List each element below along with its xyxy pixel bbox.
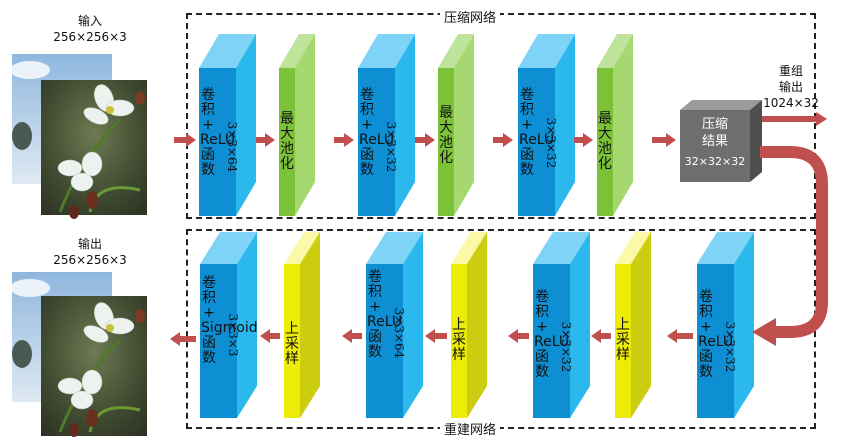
recon-conv-block-4 bbox=[697, 232, 754, 418]
recon-conv2-params: 3×3×64 bbox=[392, 307, 406, 359]
recon-up3-name: 上采样 bbox=[616, 317, 630, 363]
arrow-result-to-reconstruction bbox=[752, 146, 828, 346]
arrow-up1-to-rconv1 bbox=[260, 329, 280, 343]
arrow-rconv4-to-up3 bbox=[667, 329, 693, 343]
arrow-result-to-reshape bbox=[762, 112, 827, 126]
arrow-up3-to-rconv3 bbox=[591, 329, 611, 343]
comp-conv-block-1 bbox=[199, 34, 256, 216]
compressed-result-size: 32×32×32 bbox=[684, 155, 746, 168]
output-front-image bbox=[41, 296, 147, 437]
recon-conv1-params: 3×3×3 bbox=[226, 313, 240, 357]
recon-up-block-1 bbox=[284, 232, 320, 418]
comp-pool1-name: 最大池化 bbox=[280, 111, 294, 172]
arrow-pool1-to-conv2 bbox=[334, 133, 354, 147]
comp-conv3-params: 3×3×32 bbox=[544, 117, 558, 169]
input-size: 256×256×3 bbox=[53, 30, 127, 44]
input-front-image bbox=[41, 80, 147, 219]
comp-conv2-name: 卷积 + ReLU函数 bbox=[359, 87, 394, 178]
comp-pool-block-3 bbox=[597, 34, 633, 216]
output-size: 256×256×3 bbox=[53, 253, 127, 267]
input-label: 输入 bbox=[77, 14, 102, 28]
input-image-stack bbox=[10, 54, 147, 219]
comp-pool-block-1 bbox=[279, 34, 315, 216]
recon-up-block-3 bbox=[615, 232, 651, 418]
comp-conv1-params: 3×3×64 bbox=[225, 121, 239, 173]
recon-conv3-name: 卷积 + ReLU函数 bbox=[534, 289, 569, 380]
reconstruction-network-title: 重建网络 bbox=[440, 419, 501, 438]
comp-conv1-name: 卷积 + ReLU函数 bbox=[200, 87, 235, 178]
arrow-rconv3-to-up2 bbox=[508, 329, 529, 343]
arrow-rconv1-to-output bbox=[170, 332, 196, 346]
recon-conv-block-1 bbox=[200, 232, 257, 418]
arrow-conv1-to-pool1 bbox=[256, 133, 275, 147]
reshape-output-line1: 重组 bbox=[778, 64, 803, 78]
flow-arrows bbox=[170, 112, 827, 346]
arrow-conv3-to-pool3 bbox=[574, 133, 593, 147]
recon-conv-block-3 bbox=[533, 232, 590, 418]
compressed-result-line1: 压缩 bbox=[701, 117, 728, 132]
recon-conv4-name: 卷积 + ReLU函数 bbox=[698, 289, 733, 380]
output-label: 输出 bbox=[77, 237, 102, 251]
compressed-result-block bbox=[680, 100, 762, 182]
reshape-output-size: 1024×32 bbox=[763, 96, 819, 110]
comp-pool-block-2 bbox=[438, 34, 474, 216]
reshape-output-line2: 输出 bbox=[778, 80, 803, 94]
recon-conv2-name: 卷积 + ReLU函数 bbox=[367, 269, 402, 360]
recon-up2-name: 上采样 bbox=[452, 317, 466, 363]
arrow-up2-to-rconv2 bbox=[425, 329, 447, 343]
comp-pool3-name: 最大池化 bbox=[598, 111, 612, 172]
comp-conv-block-3 bbox=[518, 34, 575, 216]
compression-network-title: 压缩网络 bbox=[440, 7, 501, 26]
comp-conv3-name: 卷积 + ReLU函数 bbox=[519, 87, 554, 178]
input-label-group: 输入 256×256×3 bbox=[50, 13, 130, 45]
comp-conv2-params: 3×3×32 bbox=[384, 121, 398, 173]
compressed-result-line2: 结果 bbox=[701, 134, 728, 149]
recon-conv4-params: 3×3×32 bbox=[723, 321, 737, 373]
arrow-pool3-to-result bbox=[652, 133, 676, 147]
recon-conv3-params: 3×3×32 bbox=[559, 321, 573, 373]
reshape-output-label: 重组 输出 1024×32 bbox=[752, 63, 830, 111]
comp-pool2-name: 最大池化 bbox=[439, 105, 453, 166]
recon-conv1-name: 卷积 + Sigmoid函数 bbox=[201, 275, 258, 366]
compressed-result-label: 压缩 结果 32×32×32 bbox=[680, 116, 750, 170]
output-image-stack bbox=[10, 272, 147, 437]
recon-conv-block-2 bbox=[366, 232, 423, 418]
arrow-rconv2-to-up1 bbox=[342, 329, 362, 343]
comp-conv-block-2 bbox=[358, 34, 415, 216]
arrow-input-to-conv1 bbox=[174, 133, 196, 147]
recon-up-block-2 bbox=[451, 232, 487, 418]
arrow-conv2-to-pool2 bbox=[415, 133, 435, 147]
arrow-pool2-to-conv3 bbox=[493, 133, 513, 147]
output-label-group: 输出 256×256×3 bbox=[50, 236, 130, 268]
recon-up1-name: 上采样 bbox=[285, 321, 299, 367]
